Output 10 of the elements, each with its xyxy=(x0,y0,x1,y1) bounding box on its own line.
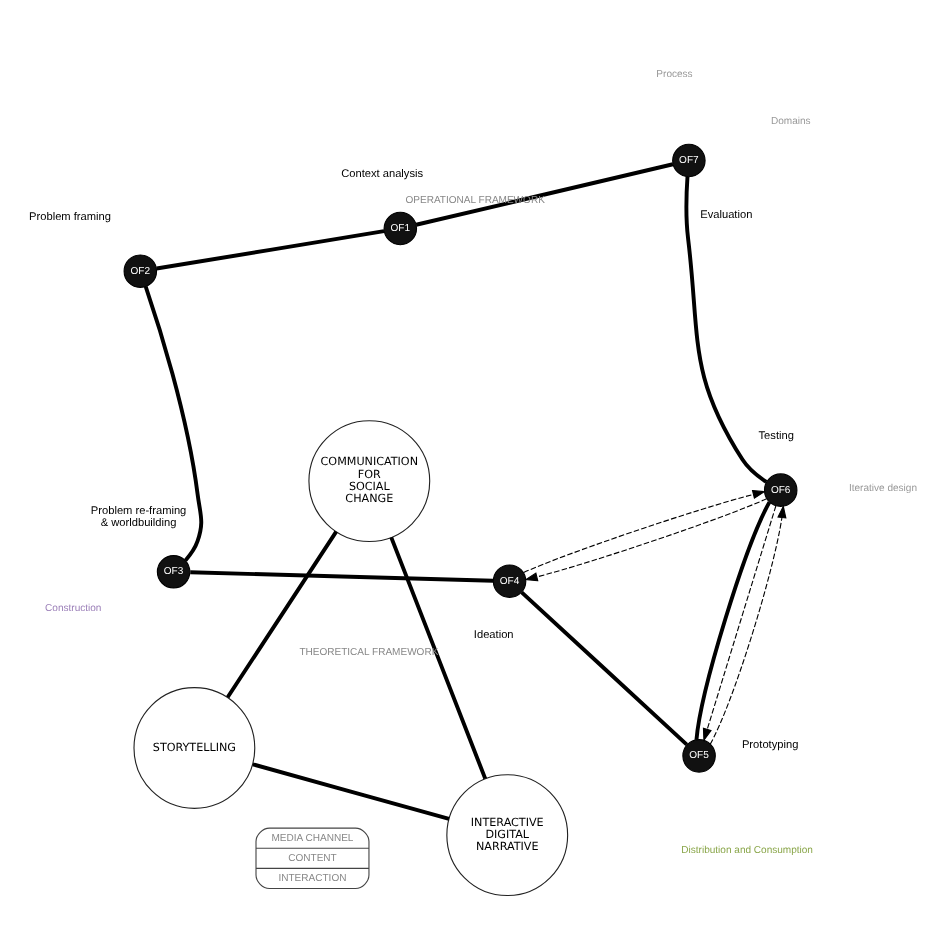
connector xyxy=(415,161,674,226)
connector xyxy=(156,228,385,270)
connector xyxy=(226,529,338,698)
connector xyxy=(190,569,494,582)
connector xyxy=(684,175,768,483)
connector xyxy=(520,589,689,745)
arrow xyxy=(709,503,787,744)
connector xyxy=(252,761,450,820)
connector xyxy=(143,284,204,561)
connector xyxy=(389,535,488,779)
